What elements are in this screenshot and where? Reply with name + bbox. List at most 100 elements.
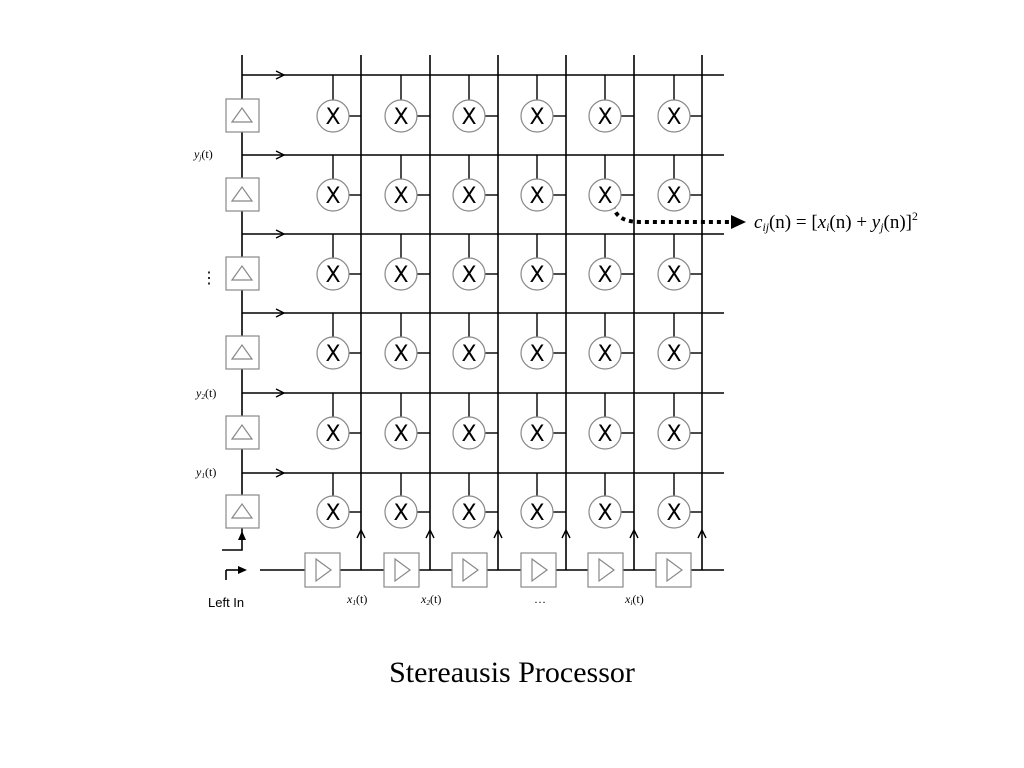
multiplier-node [452, 336, 486, 370]
column-arrow [629, 528, 639, 539]
multiplier-symbol: X [666, 105, 681, 130]
multiplier-node [520, 495, 554, 529]
x-delay-box [451, 552, 488, 588]
multiplier-symbol: X [666, 184, 681, 209]
column-arrow [425, 528, 435, 539]
x-label-ellipsis: … [534, 592, 546, 606]
y-label-2: y2(t) [196, 386, 217, 401]
column-arrow [493, 528, 503, 539]
multiplier-symbol: X [461, 422, 476, 447]
triangle-up-icon [230, 106, 254, 123]
multiplier-node [588, 257, 622, 291]
multiplier-symbol: X [597, 501, 612, 526]
left-in-arrow [238, 566, 247, 574]
multiplier-node [520, 99, 554, 133]
multiplier-node [384, 99, 418, 133]
multiplier-symbol: X [393, 342, 408, 367]
multiplier-node [588, 416, 622, 450]
triangle-up-icon [230, 343, 254, 360]
left-in-label: Left In [208, 595, 245, 610]
multiplier-node [588, 99, 622, 133]
y-label-j: yj(t) [194, 147, 213, 162]
multiplier-symbol: X [666, 501, 681, 526]
multiplier-symbol: X [597, 263, 612, 288]
multiplier-symbol: X [666, 263, 681, 288]
multiplier-symbol: X [666, 342, 681, 367]
row-arrow [275, 229, 286, 239]
multiplier-node [657, 416, 691, 450]
y-delay-box [225, 256, 260, 291]
x-delay-box [655, 552, 692, 588]
multiplier-node [657, 495, 691, 529]
multiplier-symbol: X [529, 105, 544, 130]
multiplier-node [520, 336, 554, 370]
triangle-up-icon [230, 423, 254, 440]
multiplier-symbol: X [325, 263, 340, 288]
y-label-1: y1(t) [196, 465, 217, 480]
multiplier-symbol: X [461, 184, 476, 209]
multiplier-node [588, 336, 622, 370]
multiplier-symbol: X [325, 105, 340, 130]
multiplier-node [452, 178, 486, 212]
multiplier-node [316, 257, 350, 291]
triangle-right-icon [394, 557, 412, 583]
y-delay-box [225, 494, 260, 529]
x-delay-box [383, 552, 420, 588]
left-in-connector [222, 537, 243, 551]
multiplier-symbol: X [325, 422, 340, 447]
multiplier-node [657, 178, 691, 212]
multiplier-node [657, 99, 691, 133]
multiplier-node [316, 178, 350, 212]
output-arrow-head [731, 215, 746, 229]
row-arrow [275, 308, 286, 318]
multiplier-symbol: X [393, 184, 408, 209]
row-arrow [275, 388, 286, 398]
x-label-1: x1(t) [347, 592, 368, 607]
multiplier-symbol: X [325, 342, 340, 367]
multiplier-symbol: X [529, 422, 544, 447]
output-formula: cij(n) = [xi(n) + yj(n)]2 [754, 210, 918, 235]
x-delay-box [304, 552, 341, 588]
triangle-right-icon [666, 557, 684, 583]
y-delay-box [225, 177, 260, 212]
multiplier-node [452, 257, 486, 291]
multiplier-symbol: X [597, 422, 612, 447]
multiplier-node [588, 178, 622, 212]
x-delay-box [520, 552, 557, 588]
multiplier-symbol: X [393, 263, 408, 288]
row-arrow [275, 150, 286, 160]
multiplier-symbol: X [529, 184, 544, 209]
multiplier-node [384, 178, 418, 212]
triangle-up-icon [230, 185, 254, 202]
triangle-right-icon [531, 557, 549, 583]
multiplier-node [520, 416, 554, 450]
triangle-up-icon [230, 502, 254, 519]
x-delay-box [587, 552, 624, 588]
y-delay-box [225, 335, 260, 370]
triangle-up-icon [230, 264, 254, 281]
triangle-right-icon [462, 557, 480, 583]
multiplier-symbol: X [666, 422, 681, 447]
multiplier-node [384, 495, 418, 529]
multiplier-symbol: X [461, 501, 476, 526]
multiplier-node [384, 257, 418, 291]
multiplier-symbol: X [597, 105, 612, 130]
multiplier-node [452, 495, 486, 529]
multiplier-symbol: X [529, 342, 544, 367]
y-delay-box [225, 98, 260, 133]
y-delay-box [225, 415, 260, 450]
triangle-right-icon [315, 557, 333, 583]
multiplier-node [657, 257, 691, 291]
column-arrow [561, 528, 571, 539]
multiplier-symbol: X [325, 184, 340, 209]
diagram-title: Stereausis Processor [389, 656, 635, 689]
multiplier-node [452, 416, 486, 450]
multiplier-symbol: X [597, 342, 612, 367]
multiplier-node [588, 495, 622, 529]
multiplier-symbol: X [461, 342, 476, 367]
multiplier-symbol: X [529, 263, 544, 288]
triangle-right-icon [598, 557, 616, 583]
multiplier-node [316, 495, 350, 529]
multiplier-symbol: X [529, 501, 544, 526]
